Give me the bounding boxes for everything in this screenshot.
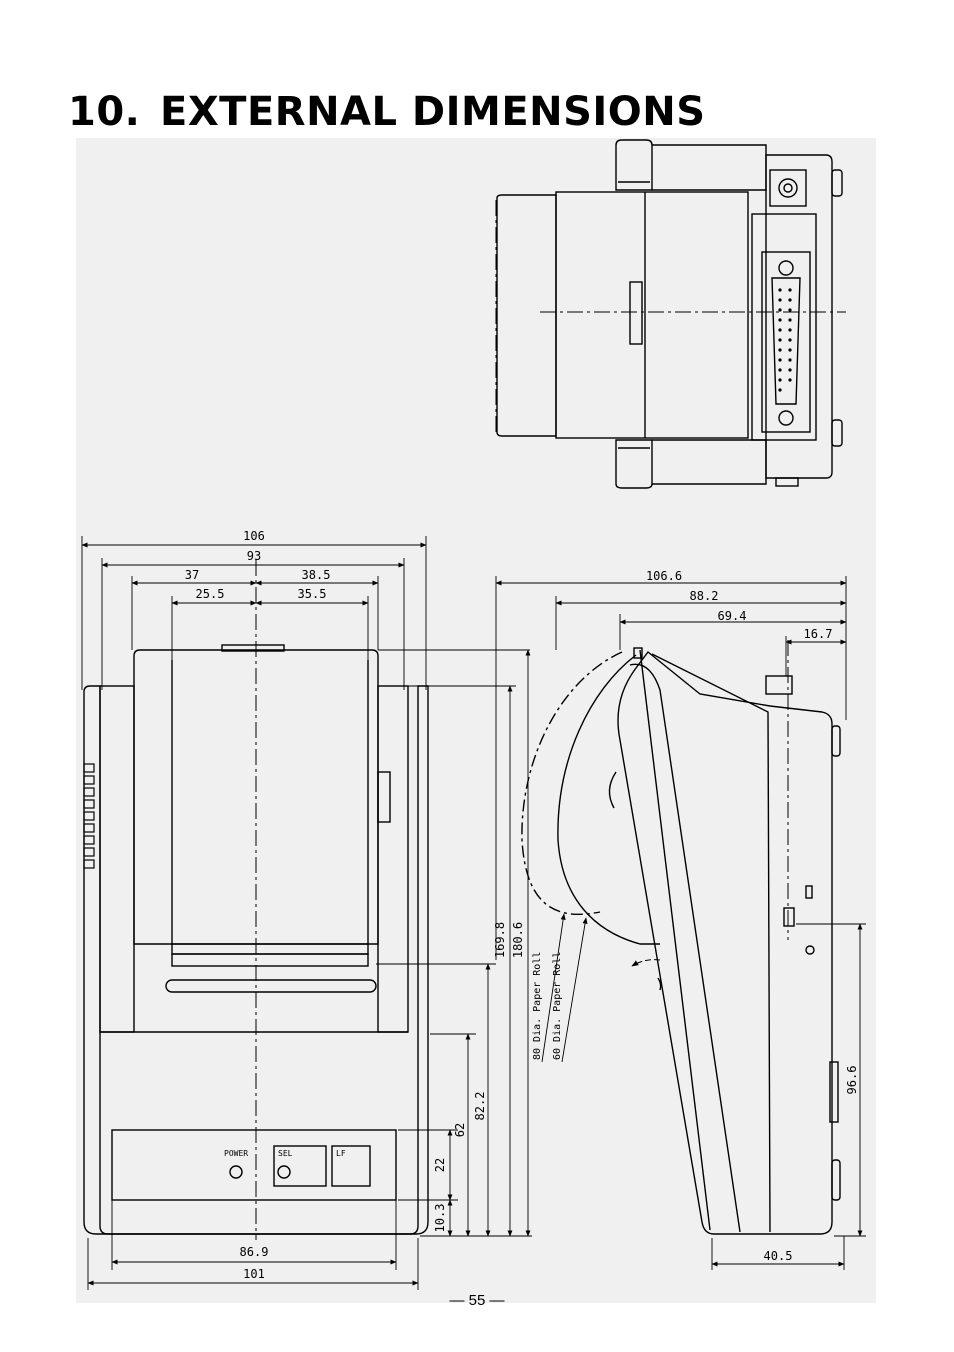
dim-side-69-4: 69.4: [718, 609, 747, 623]
dim-front-82-2: 82.2: [473, 1092, 487, 1121]
lf-label: LF: [336, 1149, 346, 1158]
section-number: 10.: [68, 89, 141, 135]
side-extension-lines: [495, 576, 866, 1270]
paper-feed-arrow: [631, 959, 661, 967]
front-view: [83, 644, 429, 1235]
dim-side-40-5: 40.5: [764, 1249, 793, 1263]
dim-side-106-6: 106.6: [646, 569, 682, 583]
page-title: 10. EXTERNAL DIMENSIONS: [68, 86, 706, 138]
dim-front-35-5: 35.5: [298, 587, 327, 601]
front-vent-slots: [83, 763, 95, 869]
rear-connector-pins: [778, 288, 792, 392]
section-title: EXTERNAL DIMENSIONS: [160, 89, 706, 135]
dim-side-88-2: 88.2: [690, 589, 719, 603]
dim-front-25-5: 25.5: [196, 587, 225, 601]
dim-front-62: 62: [453, 1123, 467, 1137]
dim-front-169-8: 169.8: [493, 922, 507, 958]
rear-view: [496, 139, 843, 489]
dim-front-101: 101: [243, 1267, 265, 1281]
dim-front-106: 106: [243, 529, 265, 543]
dim-front-10-3: 10.3: [433, 1204, 447, 1233]
paper-roll-80-label: 80 Dia. Paper Roll: [532, 952, 543, 1060]
page-number: — 55 —: [449, 1292, 505, 1309]
side-dimension-lines: [495, 580, 863, 1267]
side-view: [521, 647, 841, 1235]
front-dimension-lines: [81, 542, 531, 1286]
dim-front-180-6: 180.6: [511, 922, 525, 958]
dim-side-16-7: 16.7: [804, 627, 833, 641]
drawing-area: [76, 138, 876, 1303]
dim-front-22: 22: [433, 1158, 447, 1172]
dim-front-37: 37: [185, 568, 199, 582]
dim-front-86-9: 86.9: [240, 1245, 269, 1259]
front-extension-lines: [81, 536, 532, 1290]
dim-front-93: 93: [247, 549, 261, 563]
dim-front-38-5: 38.5: [302, 568, 331, 582]
power-label: POWER: [224, 1149, 248, 1158]
sel-label: SEL: [278, 1149, 293, 1158]
dim-side-96-6: 96.6: [845, 1066, 859, 1095]
paper-roll-60-label: 60 Dia. Paper Roll: [552, 952, 563, 1060]
